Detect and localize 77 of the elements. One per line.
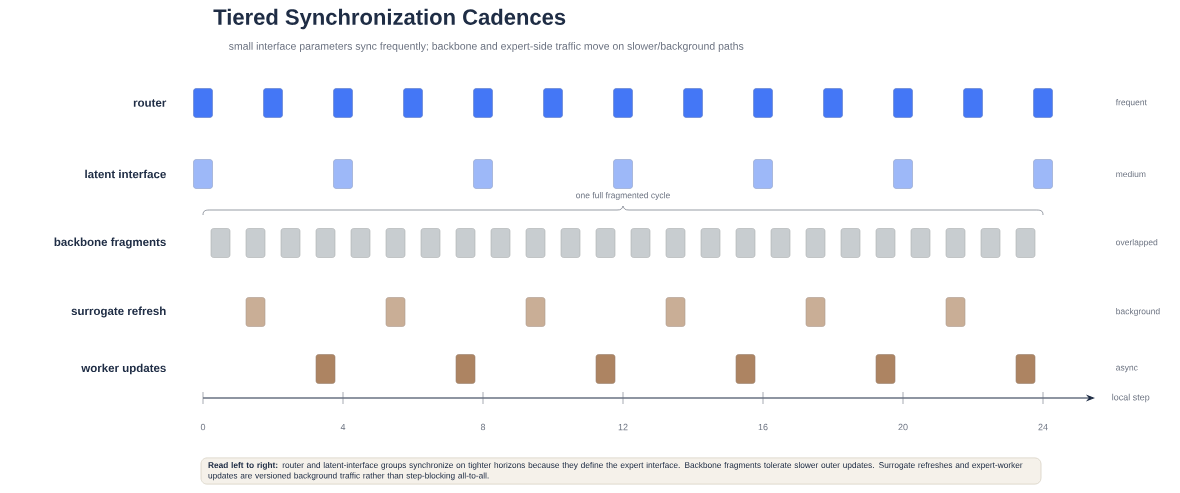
sync-block — [560, 228, 581, 258]
sync-block — [385, 228, 406, 258]
sync-block — [753, 159, 773, 189]
sync-block — [613, 88, 633, 118]
tick-label: 0 — [200, 423, 206, 431]
sync-block — [333, 159, 353, 189]
sync-block — [473, 88, 493, 118]
sync-block — [385, 297, 406, 327]
sync-block — [193, 88, 213, 118]
sync-block — [700, 228, 721, 258]
sync-block — [1015, 228, 1036, 258]
sync-block — [490, 228, 511, 258]
sync-block — [333, 88, 353, 118]
sync-block — [595, 354, 616, 384]
cadence-label: overlapped — [1116, 239, 1158, 247]
cadence-label: async — [1116, 365, 1138, 373]
cadence-label: background — [1116, 308, 1160, 316]
sync-block — [945, 297, 966, 327]
note-box: Read left to right: router and latent-interface groups synchronize on tighter horizons because they define the expert interface. Backbone fragments tolerate slower outer updates. Surrogate refreshes and expert-worker updates are versioned background traffic rather than step-blocking all-to-all. — [200, 457, 1042, 485]
sync-block — [665, 297, 686, 327]
sync-block — [595, 228, 616, 258]
sync-block — [245, 297, 266, 327]
sync-block — [753, 88, 773, 118]
sync-block — [350, 228, 371, 258]
sync-block — [455, 228, 476, 258]
tick-label: 8 — [480, 423, 486, 431]
sync-block — [193, 159, 213, 189]
sync-block — [1015, 354, 1036, 384]
sync-block — [683, 88, 703, 118]
sync-block — [1033, 159, 1053, 189]
sync-block — [403, 88, 423, 118]
sync-block — [315, 228, 336, 258]
cadence-label: medium — [1116, 170, 1146, 178]
sync-block — [770, 228, 791, 258]
sync-block — [420, 228, 441, 258]
sync-block — [963, 88, 983, 118]
tick-label: 16 — [758, 423, 768, 431]
sync-block — [525, 228, 546, 258]
row-label: router — [133, 99, 167, 107]
sync-block — [665, 228, 686, 258]
subtitle: small interface parameters sync frequently; backbone and expert-side traffic move on slower/background paths — [229, 42, 744, 52]
tick-label: 24 — [1038, 423, 1048, 431]
cadence-label: frequent — [1115, 99, 1147, 107]
sync-block — [455, 354, 476, 384]
sync-block — [315, 354, 336, 384]
sync-block — [280, 228, 301, 258]
sync-block — [210, 228, 231, 258]
sync-block — [613, 159, 633, 189]
title: Tiered Synchronization Cadences — [213, 8, 566, 30]
row-label: worker updates — [81, 363, 166, 375]
sync-block — [893, 88, 913, 118]
row-label: surrogate refresh — [71, 306, 166, 318]
sync-block — [1033, 88, 1053, 118]
sync-block — [823, 88, 843, 118]
row-label: latent interface — [85, 169, 166, 179]
sync-block — [735, 354, 756, 384]
sync-block — [245, 228, 266, 258]
sync-block — [263, 88, 283, 118]
tick-label: 4 — [340, 423, 346, 431]
row-label: backbone fragments — [54, 237, 166, 249]
sync-block — [910, 228, 931, 258]
tick-label: 20 — [898, 423, 908, 431]
sync-block — [893, 159, 913, 189]
sync-block — [473, 159, 493, 189]
axis-label: local step — [1112, 393, 1150, 403]
sync-block — [543, 88, 563, 118]
sync-block — [805, 297, 826, 327]
sync-block — [735, 228, 756, 258]
sync-block — [630, 228, 651, 258]
sync-block — [875, 354, 896, 384]
sync-block — [875, 228, 896, 258]
sync-block — [525, 297, 546, 327]
tick-label: 12 — [618, 423, 628, 431]
sync-block — [805, 228, 826, 258]
sync-block — [945, 228, 966, 258]
sync-block — [840, 228, 861, 258]
sync-block — [980, 228, 1001, 258]
